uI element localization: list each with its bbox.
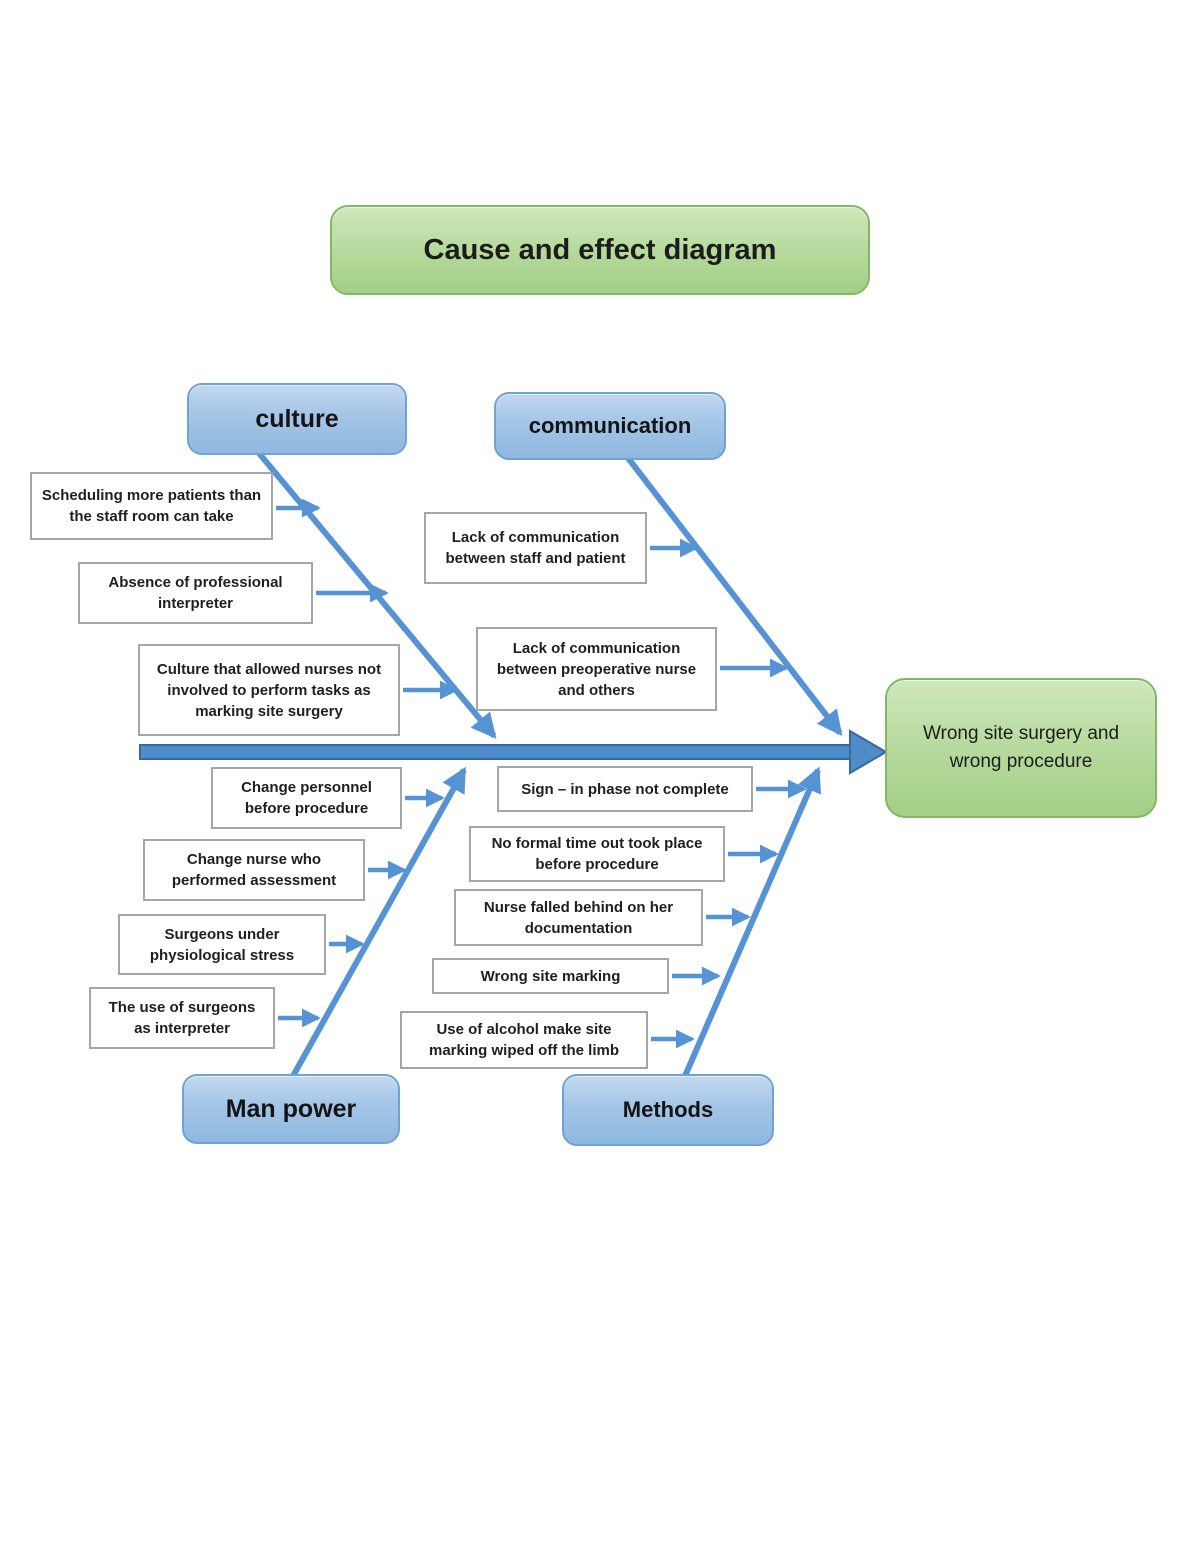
effect-box: Wrong site surgery and wrong procedure xyxy=(885,678,1157,818)
cause-box: Lack of communication between staff and … xyxy=(424,512,647,584)
spine-bar xyxy=(139,744,853,760)
cause-box: The use of surgeons as interpreter xyxy=(89,987,275,1049)
category-box-communication: communication xyxy=(494,392,726,460)
category-box-methods: Methods xyxy=(562,1074,774,1146)
category-box-man-power: Man power xyxy=(182,1074,400,1144)
cause-box: Wrong site marking xyxy=(432,958,669,994)
cause-box: Change nurse who performed assessment xyxy=(143,839,365,901)
cause-box: Lack of communication between preoperati… xyxy=(476,627,717,711)
spine-arrowhead-icon xyxy=(849,729,888,775)
cause-box: No formal time out took place before pro… xyxy=(469,826,725,882)
cause-box: Change personnel before procedure xyxy=(211,767,402,829)
bone-communication xyxy=(625,456,843,736)
cause-box: Scheduling more patients than the staff … xyxy=(30,472,273,540)
cause-box: Use of alcohol make site marking wiped o… xyxy=(400,1011,648,1069)
bone-man-power xyxy=(290,766,467,1078)
cause-box: Sign – in phase not complete xyxy=(497,766,753,812)
cause-box: Absence of professional interpreter xyxy=(78,562,313,624)
diagram-title: Cause and effect diagram xyxy=(330,205,870,295)
cause-box: Culture that allowed nurses not involved… xyxy=(138,644,400,736)
bone-methods xyxy=(682,766,822,1078)
cause-box: Nurse falled behind on her documentation xyxy=(454,889,703,946)
category-box-culture: culture xyxy=(187,383,407,455)
cause-box: Surgeons under physiological stress xyxy=(118,914,326,975)
